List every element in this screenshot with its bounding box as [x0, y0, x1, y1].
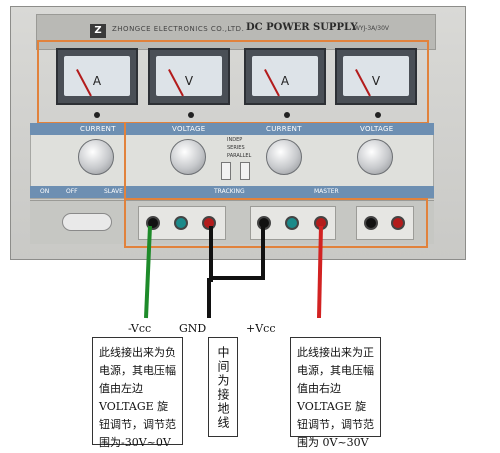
tracking-switch-left[interactable]	[221, 162, 231, 180]
negative-note: 此线接出来为负电源，其电压幅值由左边 VOLTAGE 旋钮调节，调节范围为-30…	[92, 337, 183, 449]
ground-note-box: 中间为接地线	[208, 337, 238, 437]
ground-wire-link	[209, 226, 265, 280]
ammeter-slave: A	[56, 48, 138, 105]
gnd-label: GND	[179, 322, 207, 335]
tracking-label: TRACKING	[214, 188, 245, 195]
master-ground-terminal[interactable]	[285, 216, 299, 230]
mode-parallel-label: PARALLEL	[227, 153, 252, 159]
mode-indep-label: INDEP	[227, 137, 243, 143]
slave-ground-terminal[interactable]	[174, 216, 188, 230]
negative-wire	[144, 225, 152, 319]
meter-unit: A	[280, 74, 290, 88]
positive-wire	[317, 225, 323, 319]
power-on-label: ON	[40, 188, 50, 195]
ground-note: 中间为接地线	[216, 346, 230, 430]
positive-note: 此线接出来为正电源，其电压幅值由右边 VOLTAGE 旋钮调节，调节范围为 0V…	[290, 337, 381, 449]
master-current-knob[interactable]	[266, 139, 302, 175]
slave-voltage-label: VOLTAGE	[172, 125, 206, 133]
slave-current-label: CURRENT	[80, 125, 116, 133]
voltmeter-master: V	[335, 48, 417, 105]
power-off-label: OFF	[66, 188, 78, 195]
panel-header-band	[30, 123, 434, 135]
device-title: DC POWER SUPPLY	[246, 22, 358, 33]
fixed-positive-terminal[interactable]	[391, 216, 405, 230]
pos-vcc-label: +Vcc	[246, 322, 276, 335]
meter-unit: V	[184, 74, 194, 88]
panel-footer-band	[30, 186, 434, 198]
slave-label: SLAVE	[104, 188, 123, 195]
meter-unit: A	[92, 74, 102, 88]
meter-adjust-screw[interactable]	[188, 112, 194, 118]
slave-voltage-knob[interactable]	[170, 139, 206, 175]
mode-series-label: SERIES	[227, 145, 245, 151]
meter-adjust-screw[interactable]	[284, 112, 290, 118]
master-current-label: CURRENT	[266, 125, 302, 133]
ammeter-master: A	[244, 48, 326, 105]
terminal-highlight-outline	[124, 198, 428, 248]
meter-unit: V	[371, 74, 381, 88]
meter-face: A	[64, 56, 130, 97]
brand-logo: Z	[90, 24, 106, 38]
meter-adjust-screw[interactable]	[94, 112, 100, 118]
meter-face: V	[343, 56, 409, 97]
ground-wire	[207, 226, 213, 318]
meter-face: A	[252, 56, 318, 97]
meter-face: V	[156, 56, 222, 97]
fixed-negative-terminal[interactable]	[364, 216, 378, 230]
brand-name: ZHONGCE ELECTRONICS CO.,LTD.	[112, 25, 245, 33]
slave-current-knob[interactable]	[78, 139, 114, 175]
power-button[interactable]	[62, 213, 112, 231]
model-number: WYJ-3A/30V	[354, 25, 390, 32]
voltmeter-slave: V	[148, 48, 230, 105]
tracking-switch-right[interactable]	[240, 162, 250, 180]
neg-vcc-label: -Vcc	[128, 322, 152, 335]
master-voltage-label: VOLTAGE	[360, 125, 394, 133]
meter-adjust-screw[interactable]	[375, 112, 381, 118]
highlight-connector	[124, 123, 126, 200]
master-label: MASTER	[314, 188, 339, 195]
master-voltage-knob[interactable]	[357, 139, 393, 175]
